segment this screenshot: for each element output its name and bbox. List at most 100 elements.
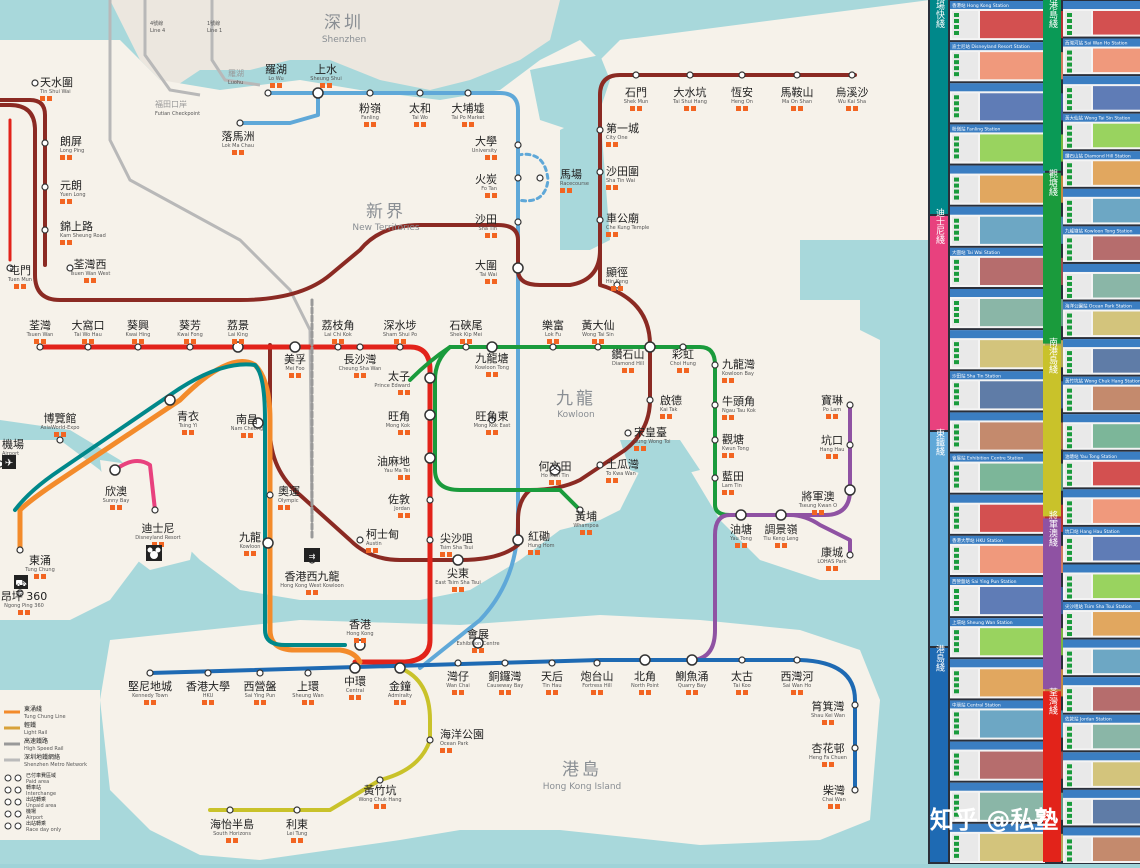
station-card[interactable] (950, 412, 1063, 452)
station-card[interactable]: 九龍塘站 Kowloon Tong Station (1063, 226, 1140, 262)
col1-tab-3[interactable]: 港島綫 (930, 643, 948, 862)
station-card[interactable] (1063, 339, 1140, 375)
station-card[interactable] (1063, 789, 1140, 826)
station-card[interactable] (950, 165, 1063, 205)
station-card[interactable]: 香港大學站 HKU Station (950, 535, 1063, 575)
col2-tab-0[interactable]: 南港島綫 (1043, 0, 1061, 171)
station-card[interactable] (1063, 188, 1140, 225)
station-card[interactable] (1063, 414, 1140, 450)
col2-tab-3[interactable]: 將軍澳綫 (1043, 509, 1061, 690)
station-card[interactable]: 中環站 Central Station (950, 700, 1063, 740)
station-card[interactable] (1063, 677, 1140, 713)
station-card[interactable]: 沙田站 Sha Tin Station (950, 371, 1063, 411)
station-card[interactable]: 香港站 Hong Kong Station (950, 1, 1063, 41)
col1-tab-0[interactable]: 機場快綫 (930, 0, 948, 214)
station-card[interactable] (1063, 564, 1140, 601)
station-card[interactable]: 上環站 Sheung Wan Station (950, 618, 1063, 658)
station-card[interactable] (1063, 639, 1140, 676)
station-card[interactable] (950, 494, 1063, 534)
station-card[interactable] (1063, 1, 1140, 37)
station-card[interactable]: 黃大仙站 Wong Tai Sin Station (1063, 113, 1140, 150)
station-card[interactable]: 海洋公園站 Ocean Park Station (1063, 301, 1140, 338)
station-card[interactable]: 坑口站 Hang Hau Station (1063, 526, 1140, 563)
station-card[interactable] (1063, 752, 1140, 788)
station-card[interactable]: 西灣河站 Sai Wan Ho Station (1063, 38, 1140, 75)
col2-tab-4[interactable]: 荃灣綫 (1043, 687, 1061, 862)
station-card[interactable] (950, 83, 1063, 123)
station-card[interactable]: 黃竹坑站 Wong Chuk Hang Station (1063, 376, 1140, 413)
col1-tab-2[interactable]: 東鐵綫 (930, 427, 948, 646)
station-card[interactable]: 鑽石山站 Diamond Hill Station (1063, 151, 1140, 187)
station-card[interactable]: 西營盤站 Sai Ying Pun Station (950, 577, 1063, 617)
col1-tab-1[interactable]: 迪士尼綫 (930, 207, 948, 430)
station-card[interactable]: 佐敦站 Jordan Station (1063, 714, 1140, 751)
